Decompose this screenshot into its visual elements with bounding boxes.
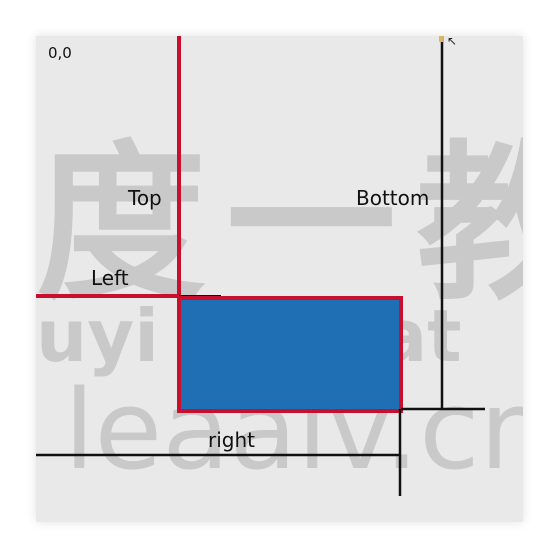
positioned-box: [177, 296, 403, 413]
diagram-canvas: 度一教 uyi Educat leaaiv.cn ↖ 0,0 Top Botto…: [36, 36, 523, 522]
cursor-highlight: [439, 36, 443, 42]
top-label: Top: [128, 186, 162, 210]
origin-label: 0,0: [48, 44, 72, 62]
mouse-cursor-icon: ↖: [447, 36, 458, 48]
right-label: right: [208, 428, 255, 452]
left-label: Left: [91, 266, 129, 290]
bottom-label: Bottom: [356, 186, 430, 210]
diagram-lines: [36, 36, 485, 496]
